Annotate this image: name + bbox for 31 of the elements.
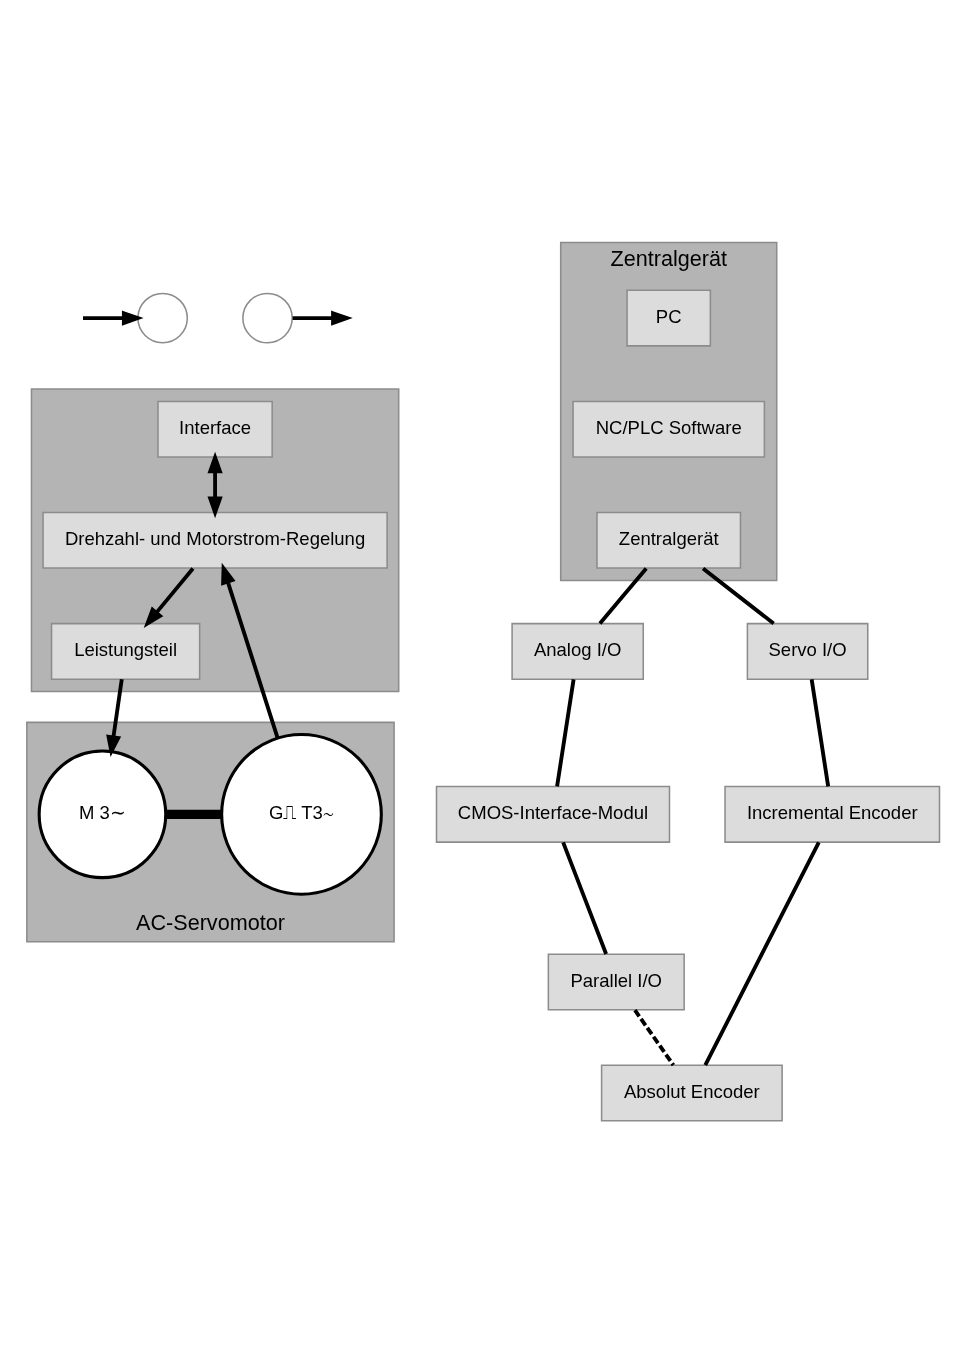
node-circle: M 3∼ xyxy=(37,749,168,879)
arrow xyxy=(207,451,223,518)
arrow xyxy=(221,562,280,739)
arrow xyxy=(83,310,144,326)
arrow xyxy=(292,310,353,326)
node-box: CMOS-Interface-Modul xyxy=(435,785,671,843)
arrow xyxy=(143,566,195,628)
node-box: Interface xyxy=(157,400,273,458)
node-box: Drehzahl- und Motorstrom-Regelung xyxy=(42,511,388,569)
connector xyxy=(555,678,576,787)
node-box: PC xyxy=(626,289,712,347)
node-box: Zentralgerät xyxy=(596,511,742,569)
connector xyxy=(561,841,608,955)
connector xyxy=(165,809,222,819)
connector xyxy=(633,1008,675,1066)
node-circle xyxy=(242,292,293,344)
node-box: Leistungsteil xyxy=(50,622,201,680)
node-box: NC/PLC Software xyxy=(572,400,766,458)
connector xyxy=(809,678,831,787)
node-circle: G⎍ T3∼ xyxy=(220,732,383,896)
node-box: Parallel I/O xyxy=(547,952,685,1010)
node-box: Servo I/O xyxy=(746,622,869,680)
arrow xyxy=(106,678,124,757)
node-box: Analog I/O xyxy=(511,622,644,680)
node-circle xyxy=(137,292,189,344)
connector xyxy=(701,566,775,625)
connector xyxy=(703,840,821,1066)
connector xyxy=(598,566,648,625)
node-box: Absolut Encoder xyxy=(600,1064,783,1122)
cluster xyxy=(30,387,400,692)
node-box: Incremental Encoder xyxy=(724,785,941,843)
